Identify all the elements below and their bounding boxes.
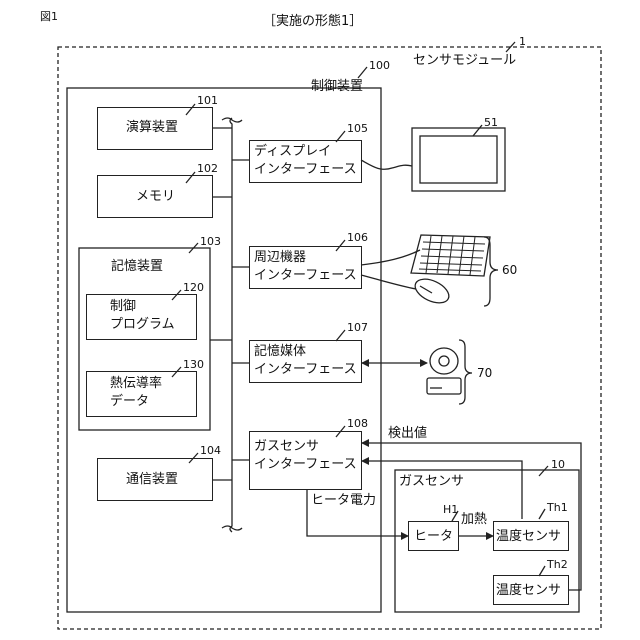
thermal-line1: 熱伝導率 (110, 375, 162, 393)
peripherals-ref: 60 (502, 264, 517, 276)
compute-ref: 101 (197, 95, 218, 106)
memory-ref: 102 (197, 163, 218, 174)
display-if-ref: 105 (347, 123, 368, 134)
figure-label: 図1 (40, 11, 58, 22)
storage-ref: 103 (200, 236, 221, 247)
gas-sensor-title: ガスセンサ (399, 475, 464, 488)
gas-if-line1: ガスセンサ (254, 438, 319, 456)
gas-if-line2: インターフェース (254, 456, 357, 474)
media-if-line2: インターフェース (254, 361, 357, 379)
program-line2: プログラム (110, 316, 175, 334)
header-title: ［実施の形態1］ (263, 15, 362, 28)
module-title: センサモジュール (413, 54, 516, 67)
display-if-line2: インターフェース (254, 161, 357, 179)
program-line1: 制御 (110, 298, 136, 316)
memory-label: メモリ (136, 190, 175, 203)
sensor2-label: 温度センサ (496, 584, 561, 597)
comm-ref: 104 (200, 445, 221, 456)
heater-power-label: ヒータ電力 (311, 494, 376, 507)
media-if-ref: 107 (347, 322, 368, 333)
sensor1-ref: Th1 (547, 502, 568, 513)
periph-if-line1: 周辺機器 (254, 249, 306, 267)
gas-if-ref: 108 (347, 418, 368, 429)
display-cable (361, 160, 412, 169)
detected-value-label: 検出値 (388, 427, 427, 440)
storage-label: 記憶装置 (111, 260, 163, 273)
thermal-line2: データ (110, 393, 149, 411)
monitor-icon (412, 128, 505, 191)
keyboard-cable (361, 250, 420, 265)
mouse-cable (361, 275, 416, 289)
heater-ref: H1 (443, 504, 458, 515)
brace-60 (484, 237, 498, 306)
heater-label: ヒータ (414, 530, 453, 543)
display-if-line1: ディスプレイ (254, 143, 331, 161)
periph-if-ref: 106 (347, 232, 368, 243)
mouse-icon (411, 274, 452, 307)
heating-label: 加熱 (461, 513, 487, 526)
thermal-ref: 130 (183, 359, 204, 370)
disc-drive-icon (427, 348, 461, 394)
program-ref: 120 (183, 282, 204, 293)
keyboard-icon (411, 235, 490, 276)
comm-label: 通信装置 (126, 473, 178, 486)
sensor1-label: 温度センサ (496, 530, 561, 543)
periph-if-line2: インターフェース (254, 267, 357, 285)
controller-title: 制御装置 (311, 80, 363, 93)
media-if-line1: 記憶媒体 (254, 343, 306, 361)
brace-70 (459, 340, 472, 404)
bus-line (230, 118, 232, 532)
module-ref: 1 (519, 36, 526, 47)
gas-sensor-ref: 10 (551, 459, 565, 470)
sensor2-ref: Th2 (547, 559, 568, 570)
controller-ref: 100 (369, 60, 390, 71)
monitor-ref: 51 (484, 117, 498, 128)
compute-label: 演算装置 (126, 121, 178, 134)
media-ref: 70 (477, 367, 492, 379)
